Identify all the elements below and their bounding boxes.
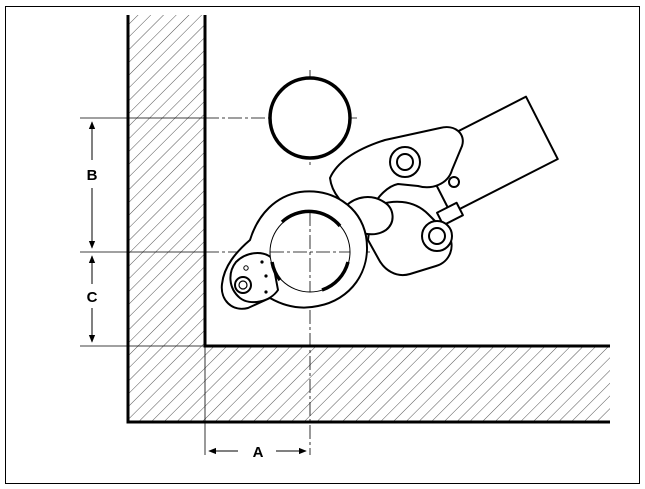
dimension-c: C — [87, 255, 98, 343]
small-pin — [448, 176, 460, 188]
dimension-b-label: B — [87, 167, 98, 184]
lower-pipe-crimp-left — [270, 261, 282, 282]
wall-outer-edge — [126, 15, 610, 424]
upper-pivot-pin-inner — [396, 153, 414, 171]
upper-pipe — [268, 76, 352, 160]
dimension-b: B — [87, 121, 98, 249]
dimension-a-label: A — [253, 444, 264, 461]
wall-hatch-area — [128, 15, 610, 422]
dimension-a: A — [208, 444, 307, 461]
lower-pivot-pin-inner — [428, 227, 446, 245]
extension-lines — [80, 117, 206, 455]
lower-pipe-crimp-right — [321, 261, 350, 292]
dimension-c-label: C — [87, 289, 98, 306]
outer-border — [5, 6, 640, 484]
lower-pipe-crimp-top — [280, 209, 342, 228]
